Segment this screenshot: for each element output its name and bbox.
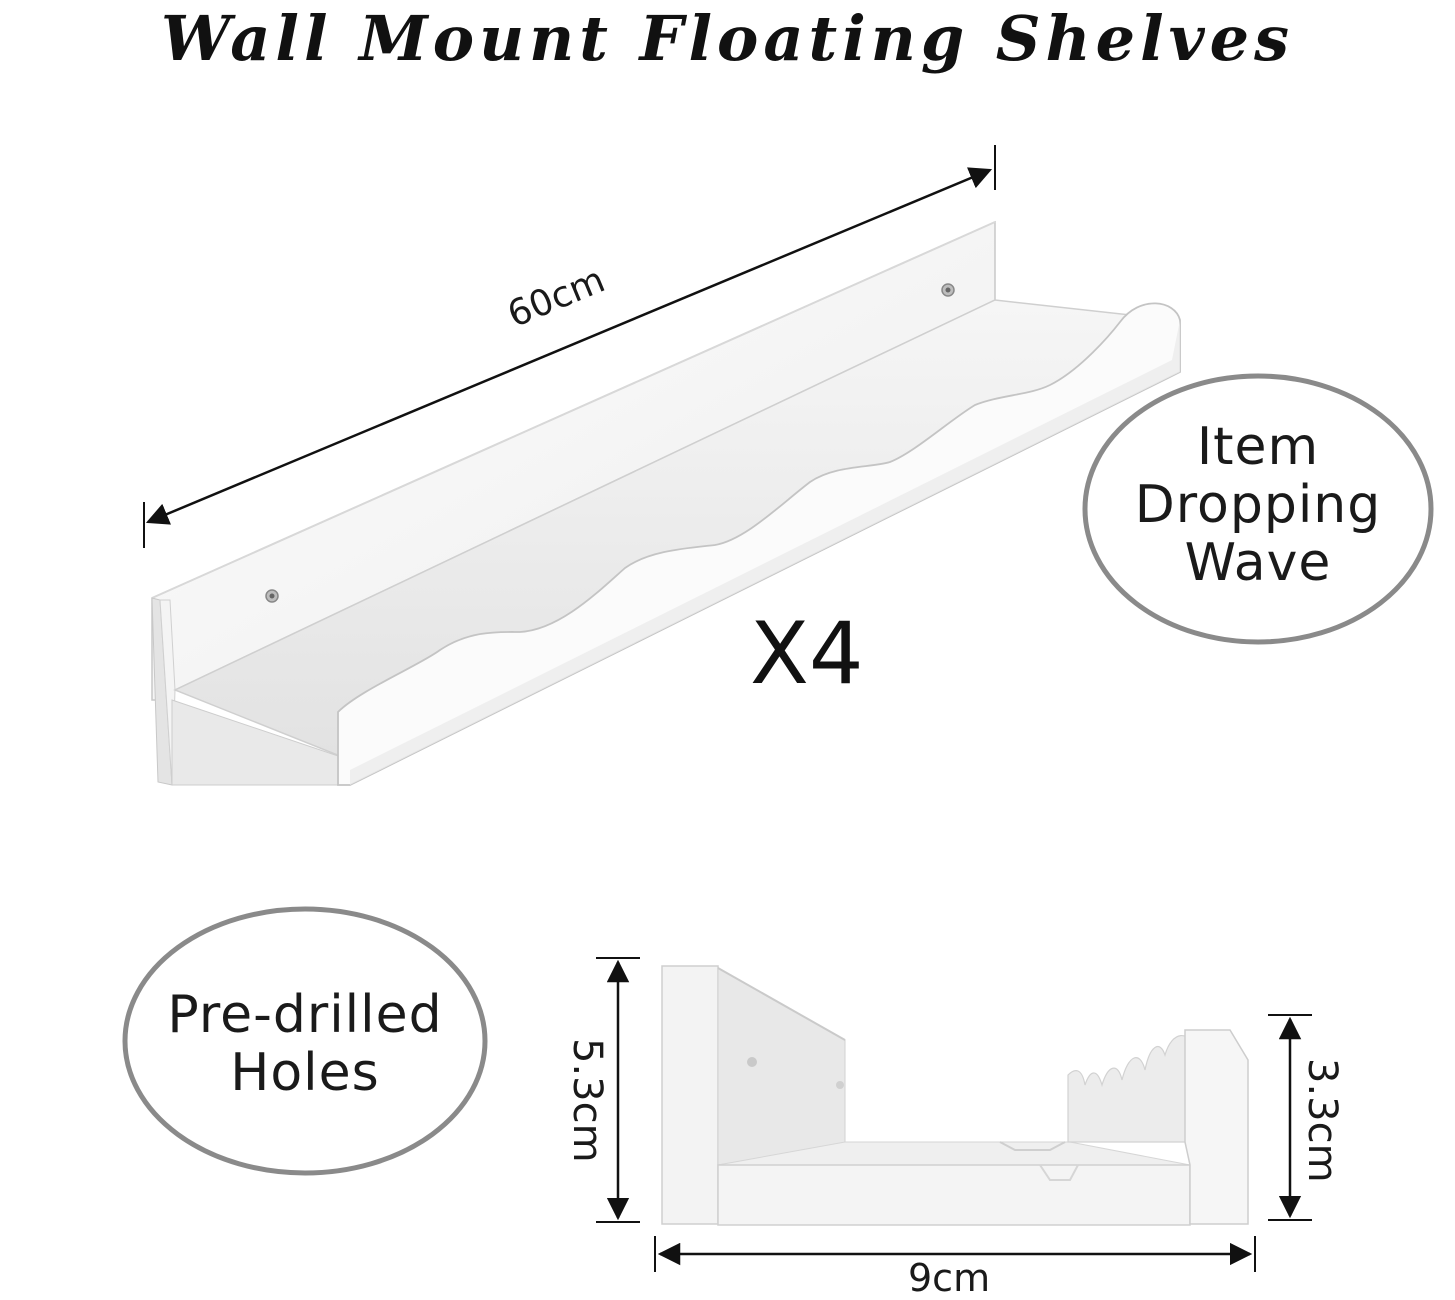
callout-holes-line-2: Holes — [230, 1043, 380, 1104]
height-label: 5.3cm — [564, 1038, 610, 1163]
callout-ellipse-holes — [122, 906, 488, 1176]
height-dimension — [596, 957, 640, 1223]
callout-wave-text: Item Dropping Wave — [1100, 418, 1416, 593]
callout-wave-line-1: Item — [1196, 417, 1320, 477]
callout-wave-line-2: Dropping — [1134, 475, 1382, 536]
quantity-label: X4 — [750, 604, 864, 704]
callout-holes-text: Pre-drilled Holes — [130, 985, 480, 1104]
lip-height-label: 3.3cm — [1299, 1058, 1345, 1183]
page-title: Wall Mount Floating Shelves — [161, 2, 1294, 75]
lip-height-dimension — [1268, 1014, 1312, 1221]
callout-holes-line-1: Pre-drilled — [167, 985, 443, 1045]
depth-label: 9cm — [908, 1256, 991, 1300]
shelf-profile — [661, 965, 1249, 1226]
callout-wave-line-3: Wave — [1184, 533, 1332, 594]
callout-ellipse-wave — [1082, 373, 1434, 645]
length-dimension — [143, 145, 996, 548]
depth-dimension — [654, 1236, 1256, 1272]
